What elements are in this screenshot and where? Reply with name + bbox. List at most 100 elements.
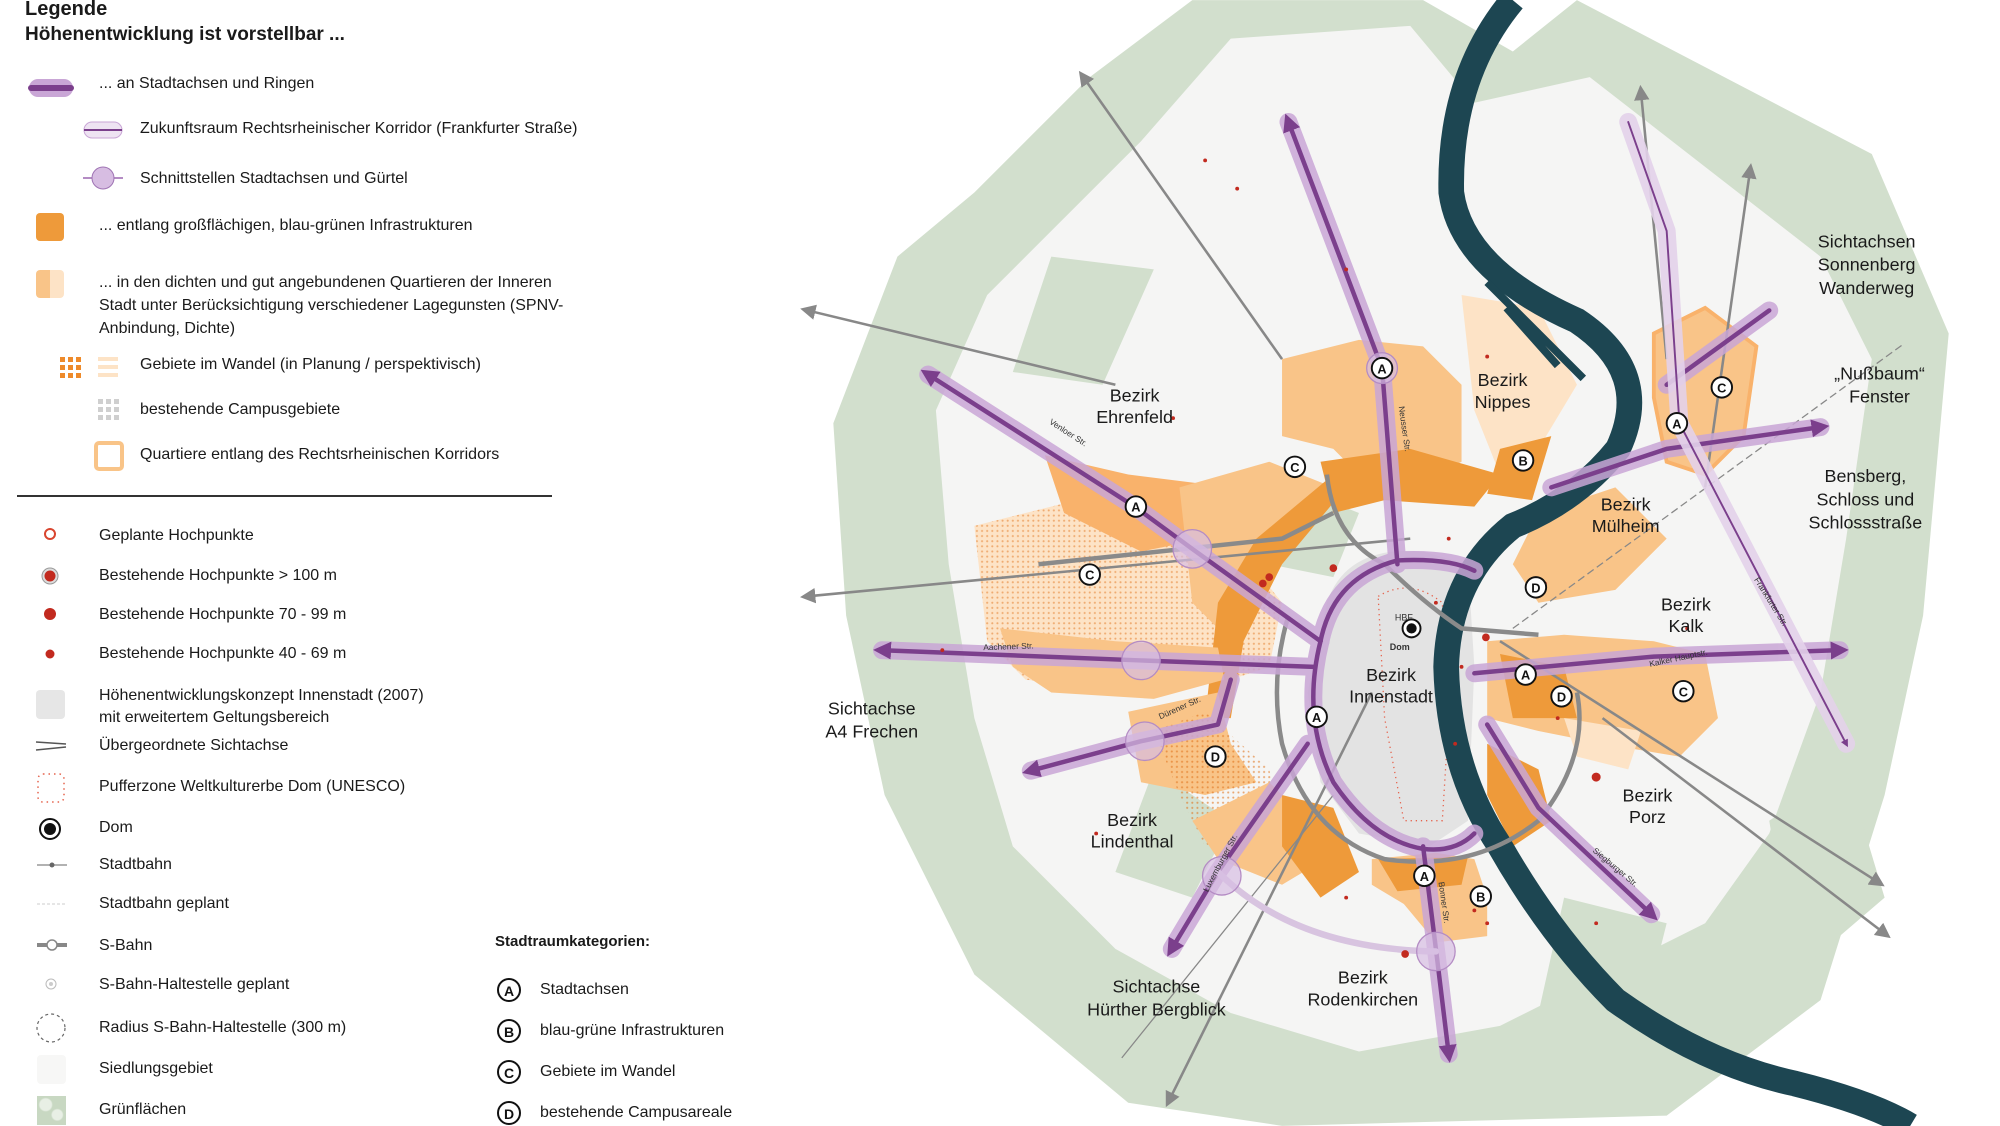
inner-city-concept-icon bbox=[36, 690, 65, 719]
legend-title: Legende bbox=[25, 0, 108, 20]
category-item: Stadtachsen bbox=[540, 981, 629, 998]
high-points bbox=[940, 158, 1690, 958]
marker-d-icon: D bbox=[497, 1101, 521, 1125]
highpoint-over-100-icon bbox=[41, 567, 59, 585]
svg-text:D: D bbox=[1211, 750, 1220, 765]
svg-text:A: A bbox=[1521, 668, 1530, 683]
svg-text:C: C bbox=[1717, 381, 1726, 396]
purple-node-icon bbox=[83, 166, 123, 190]
legend-item: Dom bbox=[99, 819, 133, 836]
svg-text:B: B bbox=[1476, 889, 1485, 904]
svg-text:A: A bbox=[1131, 500, 1140, 515]
legend-item: Quartiere entlang des Rechtsrheinischen … bbox=[140, 446, 500, 463]
light-purple-corridor-icon bbox=[83, 121, 123, 139]
legend-item: Anbindung, Dichte) bbox=[99, 320, 236, 337]
legend-item: Grünflächen bbox=[99, 1101, 187, 1118]
legend-item: Stadtbahn geplant bbox=[99, 895, 229, 912]
legend-item: Bestehende Hochpunkte 70 - 99 m bbox=[99, 606, 347, 623]
orange-dots-stripes-icon bbox=[60, 357, 118, 378]
svg-text:D: D bbox=[1531, 581, 1540, 596]
dom-marker: HBF Dom bbox=[1390, 613, 1422, 652]
category-marker-a[interactable]: A bbox=[1305, 705, 1328, 729]
svg-text:Dom: Dom bbox=[1390, 642, 1410, 652]
legend-item: S-Bahn bbox=[99, 937, 153, 954]
svg-text:Aachener Str.: Aachener Str. bbox=[983, 640, 1034, 652]
category-markers[interactable]: A B C A C A C D A D C A D A B bbox=[1078, 356, 1734, 908]
legend-item: Siedlungsgebiet bbox=[99, 1060, 213, 1077]
legend-item: Bestehende Hochpunkte 40 - 69 m bbox=[99, 645, 347, 662]
svg-text:C: C bbox=[1679, 684, 1688, 699]
marker-a-icon: A bbox=[497, 978, 521, 1002]
stadtbahn-icon bbox=[37, 862, 67, 868]
category-marker-d[interactable]: D bbox=[1204, 745, 1227, 768]
settlement-icon bbox=[37, 1055, 66, 1084]
s-bahn-icon bbox=[37, 939, 67, 951]
category-marker-a[interactable]: A bbox=[1514, 663, 1537, 686]
svg-text:D: D bbox=[504, 1106, 514, 1122]
legend-item: Stadtbahn bbox=[99, 856, 172, 873]
legend-item: Radius S-Bahn-Haltestelle (300 m) bbox=[99, 1019, 347, 1036]
inner-city-area bbox=[1307, 550, 1475, 847]
svg-text:„Nußbaum“Fenster: „Nußbaum“Fenster bbox=[1834, 364, 1925, 407]
svg-text:C: C bbox=[1085, 568, 1094, 583]
category-item: blau-grüne Infrastrukturen bbox=[540, 1022, 725, 1039]
legend-item: S-Bahn-Haltestelle geplant bbox=[99, 976, 290, 993]
legend-divider bbox=[17, 495, 552, 497]
planned-highpoint-icon bbox=[44, 528, 56, 540]
category-marker-b[interactable]: B bbox=[1469, 885, 1492, 908]
s-bahn-stop-planned-icon bbox=[45, 978, 57, 990]
category-marker-b[interactable]: B bbox=[1511, 449, 1535, 472]
green-area-icon bbox=[37, 1096, 66, 1125]
orange-outline-square-icon bbox=[94, 441, 124, 471]
svg-text:C: C bbox=[504, 1065, 514, 1081]
category-marker-a[interactable]: A bbox=[1413, 864, 1436, 888]
svg-text:D: D bbox=[1557, 689, 1566, 704]
legend-subtitle: Höhenentwicklung ist vorstellbar ... bbox=[25, 24, 345, 45]
categories-title: Stadtraumkategorien: bbox=[495, 933, 651, 950]
category-marker-d[interactable]: D bbox=[1524, 576, 1548, 599]
svg-text:A: A bbox=[1377, 361, 1386, 376]
svg-text:A: A bbox=[1312, 710, 1321, 725]
category-marker-a[interactable]: A bbox=[1370, 356, 1394, 380]
legend-item: Zukunftsraum Rechtsrheinischer Korridor … bbox=[140, 120, 578, 137]
svg-text:HBF: HBF bbox=[1395, 613, 1413, 623]
legend-item: Höhenentwicklungskonzept Innenstadt (200… bbox=[99, 687, 424, 704]
svg-text:A: A bbox=[1420, 869, 1429, 884]
category-marker-c[interactable]: C bbox=[1710, 376, 1734, 399]
stadtbahn-planned-icon bbox=[37, 903, 67, 905]
svg-text:B: B bbox=[504, 1024, 514, 1040]
category-marker-d[interactable]: D bbox=[1550, 685, 1573, 708]
svg-text:A: A bbox=[504, 983, 514, 999]
marker-b-icon: B bbox=[497, 1019, 521, 1043]
orange-square-icon bbox=[36, 213, 64, 241]
category-marker-a[interactable]: A bbox=[1665, 412, 1689, 435]
marker-c-icon: C bbox=[497, 1060, 521, 1084]
category-item: Gebiete im Wandel bbox=[540, 1063, 676, 1080]
highpoint-70-99-icon bbox=[44, 608, 56, 620]
svg-text:C: C bbox=[1290, 460, 1299, 475]
grey-dots-icon bbox=[98, 399, 119, 420]
legend-item: ... in den dichten und gut angebundenen … bbox=[99, 274, 552, 291]
legend-item: Bestehende Hochpunkte > 100 m bbox=[99, 567, 337, 584]
svg-text:A: A bbox=[1672, 416, 1681, 431]
category-marker-a[interactable]: A bbox=[1124, 495, 1148, 518]
category-marker-c[interactable]: C bbox=[1283, 455, 1307, 479]
category-marker-c[interactable]: C bbox=[1078, 563, 1101, 586]
category-marker-c[interactable]: C bbox=[1672, 679, 1695, 703]
light-orange-square-icon bbox=[36, 270, 64, 298]
legend-item: mit erweitertem Geltungsbereich bbox=[99, 709, 330, 726]
purple-axis-icon bbox=[28, 79, 74, 97]
